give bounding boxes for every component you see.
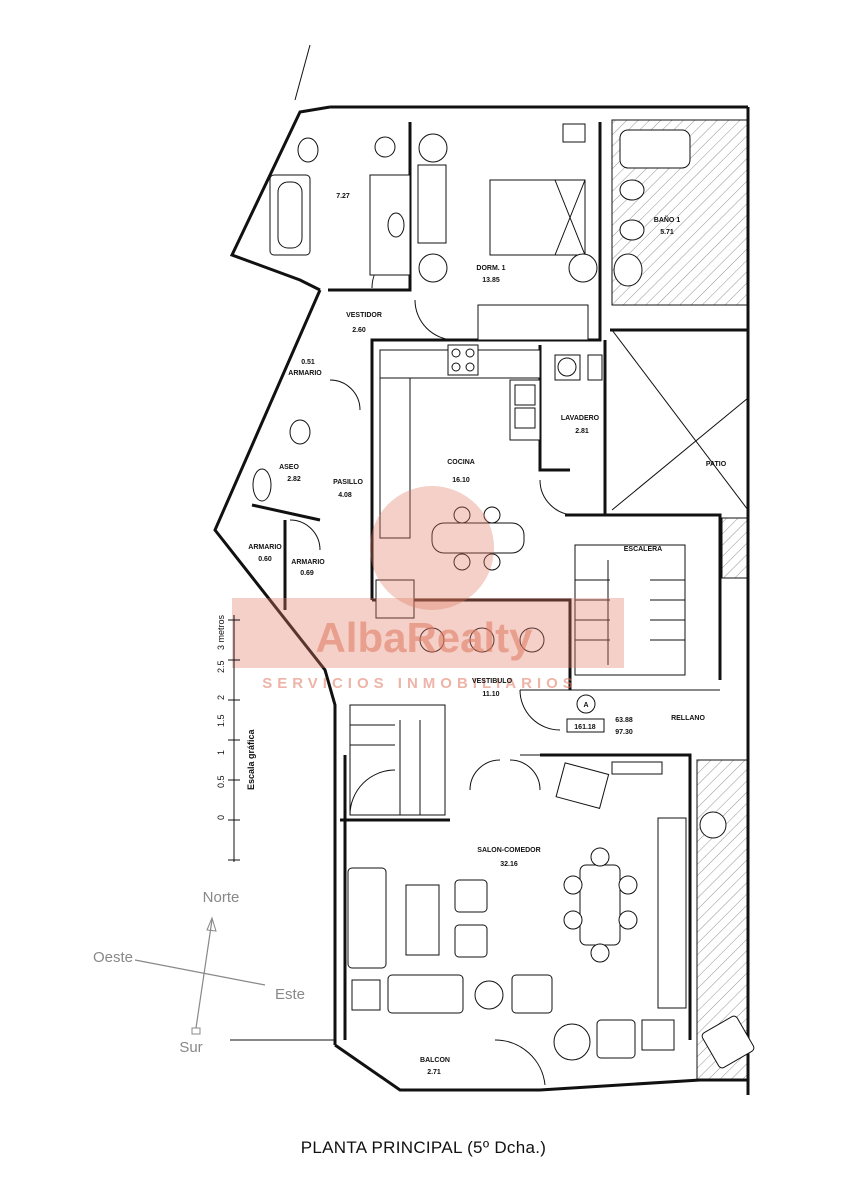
scale-label: Escala gráfica	[246, 728, 256, 790]
built-area: 97.30	[615, 729, 633, 736]
marker-letter: A	[583, 702, 588, 709]
room-name-aseo: ASEO	[279, 464, 299, 471]
furniture	[252, 123, 755, 1069]
room-name-bano1: BAÑO 1	[654, 215, 681, 224]
total-area: 161.18	[574, 724, 596, 731]
scale-tick-2: 1	[216, 750, 226, 755]
room-name-vestibulo: VESTIBULO	[472, 678, 513, 685]
room-name-dorm1: DORM. 1	[476, 265, 505, 272]
room-name-escalera: ESCALERA	[624, 546, 663, 553]
room-labels: 7.27 DORM. 1 13.85 BAÑO 1 5.71 VESTIDOR …	[248, 193, 726, 1076]
room-name-balcon: BALCON	[420, 1057, 450, 1064]
scale-tick-4: 2	[216, 695, 226, 700]
compass-south: Sur	[179, 1039, 202, 1056]
scale-tick-3: 1.5	[216, 714, 226, 727]
plan-title: PLANTA PRINCIPAL (5º Dcha.)	[300, 1138, 547, 1157]
room-area-vestibulo: 11.10	[482, 691, 499, 698]
watermark-brand: AlbaRealty	[315, 614, 533, 661]
scale-tick-5: 2.5	[216, 660, 226, 673]
room-area-balcon: 2.71	[427, 1069, 441, 1076]
scale-tick-0: 0	[216, 815, 226, 820]
scale-tick-1: 0.5	[216, 775, 226, 788]
scale-tick-6: 3 metros	[216, 614, 226, 650]
compass-west: Oeste	[93, 949, 133, 966]
room-name-rellano: RELLANO	[671, 715, 705, 722]
room-area-bano1: 5.71	[660, 229, 674, 236]
room-name-salon: SALON-COMEDOR	[477, 847, 540, 854]
room-name-cocina: COCINA	[447, 459, 475, 466]
total-area-marker: A 161.18 63.88 97.30	[566, 694, 633, 736]
watermark: AlbaRealty SERVICIOS INMOBILIARIOS	[232, 486, 624, 692]
room-name-armario3: ARMARIO	[291, 559, 325, 566]
outer-walls	[213, 44, 750, 1095]
useful-area: 63.88	[615, 717, 633, 724]
room-area-dorm1: 13.85	[482, 277, 500, 284]
room-area-pasillo: 4.08	[338, 492, 352, 499]
compass-east: Este	[275, 986, 305, 1003]
room-area-salon: 32.16	[500, 861, 518, 868]
room-name-patio: PATIO	[706, 461, 727, 468]
room-area-cocina: 16.10	[452, 477, 470, 484]
room-area-armario1: 0.51	[301, 359, 315, 366]
room-area-armario3: 0.69	[300, 570, 314, 577]
room-name-armario1: ARMARIO	[288, 370, 322, 377]
room-name-vestidor: VESTIDOR	[346, 312, 382, 319]
room-area-vestidor: 2.60	[352, 327, 366, 334]
compass-north: Norte	[203, 889, 240, 906]
room-area-bano2: 7.27	[336, 193, 350, 200]
room-area-aseo: 2.82	[287, 476, 301, 483]
room-area-lavadero: 2.81	[575, 428, 589, 435]
room-area-armario2: 0.60	[258, 556, 272, 563]
room-name-pasillo: PASILLO	[333, 479, 363, 486]
compass: Norte Sur Este Oeste	[93, 889, 305, 1056]
room-name-lavadero: LAVADERO	[561, 415, 600, 422]
watermark-tagline: SERVICIOS INMOBILIARIOS	[262, 675, 578, 692]
room-name-armario2: ARMARIO	[248, 544, 282, 551]
graphic-scale: 0 0.5 1 1.5 2 2.5 3 metros Escala gráfic…	[216, 614, 256, 862]
